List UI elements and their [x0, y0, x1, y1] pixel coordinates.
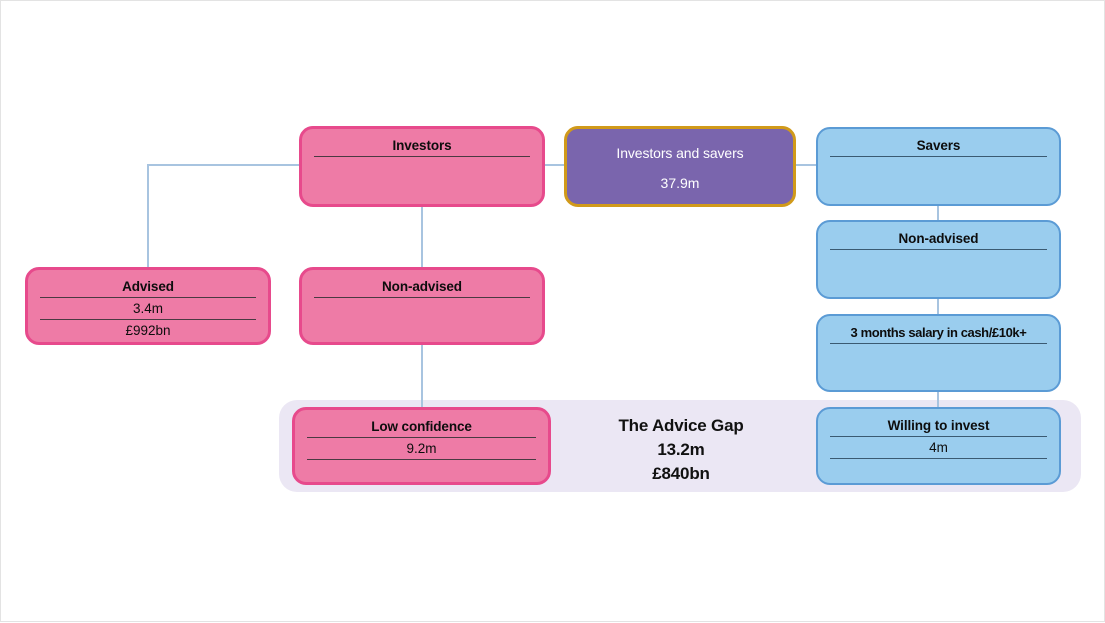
node-investors-title: Investors [392, 138, 452, 153]
node-non-advised-investors-rows: Non-advised [302, 270, 542, 298]
node-advised-value-money: £992bn [125, 323, 171, 338]
connector-investors-to-investors-and-savers [544, 164, 566, 166]
node-advised-rule-1 [40, 297, 256, 298]
node-non-advised-savers-rule [830, 249, 1047, 250]
node-advised-rows: Advised 3.4m £992bn [28, 270, 268, 341]
connector-cash-salary-to-willing-to-invest [937, 392, 939, 408]
connector-investors-to-non-advised [421, 206, 423, 268]
node-low-confidence-rule-1 [307, 437, 536, 438]
node-advised-rule-2 [40, 319, 256, 320]
node-low-confidence-rows: Low confidence 9.2m [295, 410, 548, 460]
node-advised-title: Advised [122, 279, 174, 294]
node-three-months-salary-in-cash[interactable]: 3 months salary in cash/£10k+ [816, 314, 1061, 392]
advice-gap-people: 13.2m [657, 440, 705, 459]
node-low-confidence[interactable]: Low confidence 9.2m [292, 407, 551, 485]
node-willing-to-invest-value: 4m [929, 440, 948, 455]
node-investors[interactable]: Investors [299, 126, 545, 207]
node-three-months-salary-in-cash-rule [830, 343, 1047, 344]
node-willing-to-invest-rule-2 [830, 458, 1047, 459]
node-non-advised-savers-title: Non-advised [898, 231, 979, 246]
connector-non-advised-to-cash-salary [937, 299, 939, 315]
node-non-advised-savers-rows: Non-advised [818, 222, 1059, 250]
connector-investors-to-advised-vertical [147, 164, 149, 269]
connector-savers-to-non-advised [937, 206, 939, 221]
advice-gap-caption: The Advice Gap 13.2m £840bn [573, 414, 789, 486]
node-willing-to-invest-rule-1 [830, 436, 1047, 437]
node-investors-and-savers-value: 37.9m [660, 175, 700, 191]
node-low-confidence-title: Low confidence [371, 419, 472, 434]
node-low-confidence-rule-2 [307, 459, 536, 460]
node-advised-value-people: 3.4m [132, 301, 163, 316]
node-savers[interactable]: Savers [816, 127, 1061, 206]
node-non-advised-savers[interactable]: Non-advised [816, 220, 1061, 299]
node-three-months-salary-in-cash-rows: 3 months salary in cash/£10k+ [818, 316, 1059, 344]
connector-non-advised-to-low-confidence [421, 345, 423, 407]
node-investors-and-savers[interactable]: Investors and savers 37.9m [564, 126, 796, 207]
node-willing-to-invest-title: Willing to invest [887, 418, 990, 433]
node-investors-rows: Investors [302, 129, 542, 157]
node-savers-rows: Savers [818, 129, 1059, 157]
node-investors-and-savers-title: Investors and savers [616, 145, 744, 161]
node-willing-to-invest-rows: Willing to invest 4m [818, 409, 1059, 459]
node-investors-and-savers-rows: Investors and savers 37.9m [567, 129, 793, 198]
node-low-confidence-value: 9.2m [406, 441, 437, 456]
advice-gap-label: The Advice Gap [618, 416, 744, 435]
node-three-months-salary-in-cash-title: 3 months salary in cash/£10k+ [850, 325, 1027, 340]
node-advised[interactable]: Advised 3.4m £992bn [25, 267, 271, 345]
node-savers-rule [830, 156, 1047, 157]
node-non-advised-investors-rule [314, 297, 530, 298]
node-willing-to-invest[interactable]: Willing to invest 4m [816, 407, 1061, 485]
node-non-advised-investors[interactable]: Non-advised [299, 267, 545, 345]
node-non-advised-investors-title: Non-advised [382, 279, 462, 294]
connector-investors-and-savers-to-savers [794, 164, 818, 166]
connector-investors-to-advised-horizontal [147, 164, 301, 166]
node-investors-rule [314, 156, 530, 157]
advice-gap-money: £840bn [652, 464, 710, 483]
node-savers-title: Savers [916, 138, 961, 153]
